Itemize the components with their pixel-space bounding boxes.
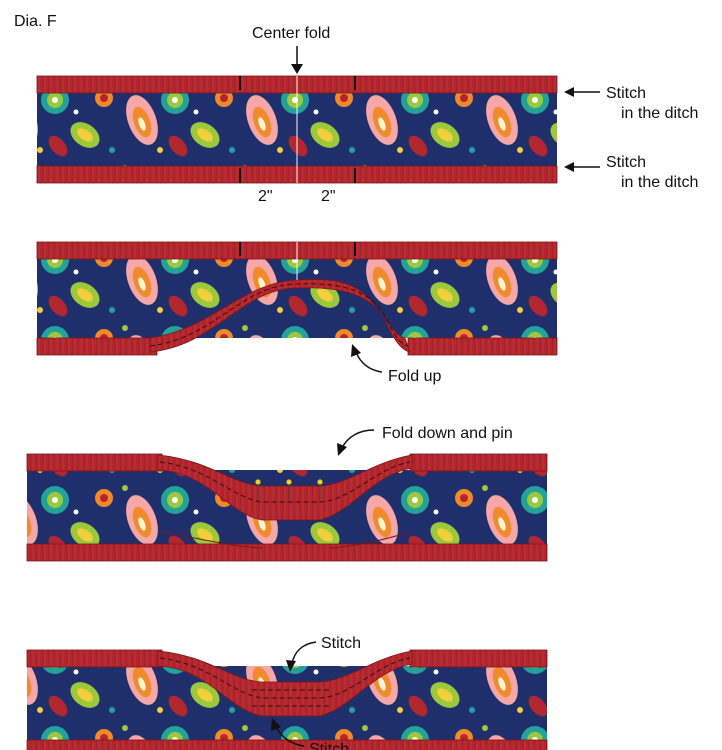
panel-3-fold-down-pin <box>27 454 547 561</box>
panel-2-fold-up <box>37 242 557 355</box>
panel-4-stitch <box>27 650 547 750</box>
panel-2-bottom-band-left <box>37 338 157 355</box>
fold-down-and-pin-label: Fold down and pin <box>382 425 513 442</box>
dimension-right-label: 2" <box>321 188 336 205</box>
stitch-in-ditch-bottom-label-1: Stitch <box>606 154 646 171</box>
center-fold-arrow <box>291 46 303 74</box>
panel-3-top-band-left <box>27 454 162 471</box>
panel-3-bottom-band <box>27 544 547 561</box>
panel-4-top-band-right <box>410 650 547 667</box>
stitch-in-ditch-bottom-label-2: in the ditch <box>621 174 698 191</box>
stitch-top-label: Stitch <box>321 635 361 652</box>
panel-4-bottom-band <box>27 740 547 750</box>
stitch-in-ditch-top-label-2: in the ditch <box>621 105 698 122</box>
fold-up-arrow <box>351 344 382 372</box>
stitch-bottom-label: Stitch <box>309 741 349 750</box>
stitch-in-ditch-top-arrow <box>564 87 600 97</box>
dimension-left-label: 2" <box>258 188 273 205</box>
fold-down-arrow <box>337 430 374 456</box>
diagram-caption: Dia. F <box>14 13 57 30</box>
panel-3-top-band-right <box>410 454 547 471</box>
panel-1-flat-binding <box>37 76 557 183</box>
stitch-in-ditch-top-label-1: Stitch <box>606 85 646 102</box>
panel-2-bottom-band-right <box>408 338 557 355</box>
stitch-in-ditch-bottom-arrow <box>564 162 600 172</box>
fold-up-label: Fold up <box>388 368 441 385</box>
center-fold-label: Center fold <box>252 25 330 42</box>
panel-4-top-band-left <box>27 650 162 667</box>
